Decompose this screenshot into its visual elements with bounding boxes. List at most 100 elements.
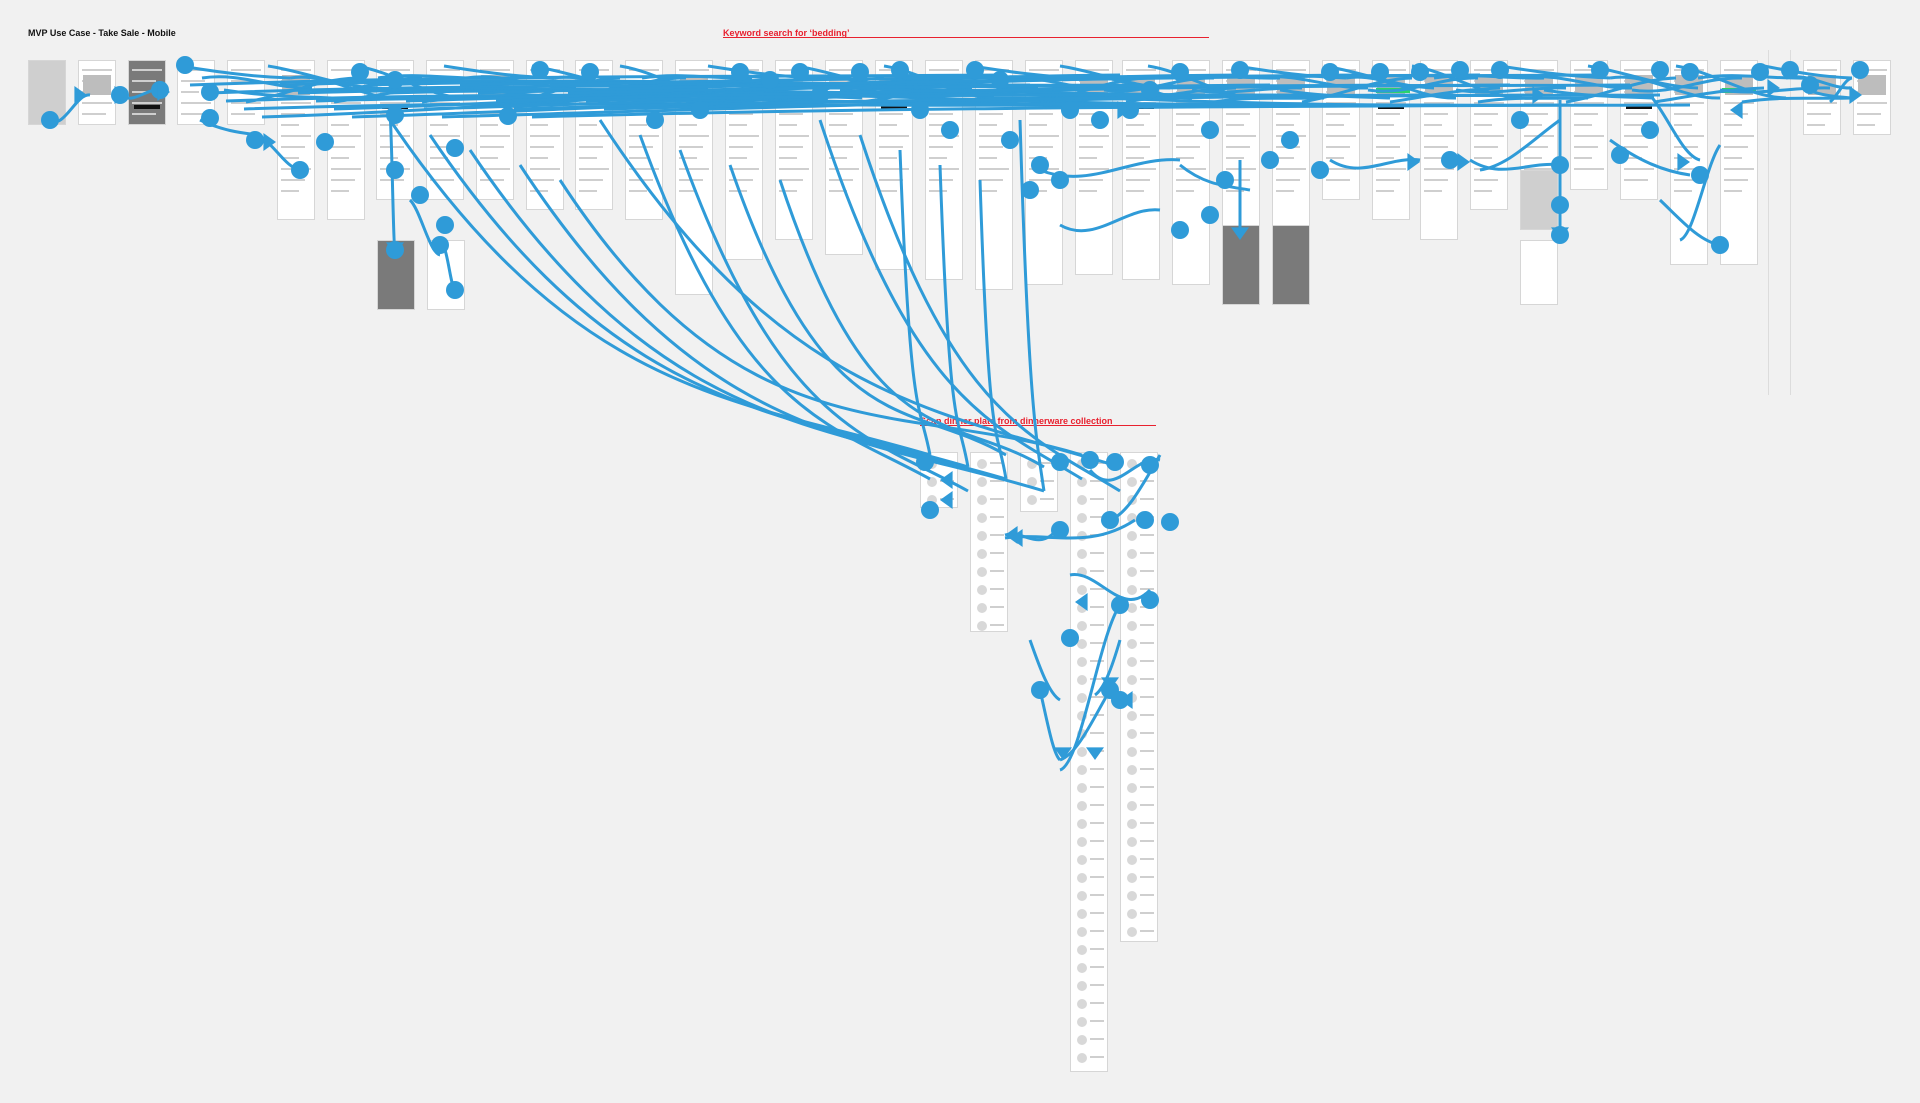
- thumbnail-placeholder: [1077, 657, 1087, 667]
- screen-wireframe[interactable]: [1570, 60, 1608, 190]
- connector-node-icon[interactable]: [966, 61, 984, 79]
- text-line-placeholder: [1090, 498, 1104, 500]
- thumbnail-placeholder: [1027, 459, 1037, 469]
- connector-node-icon[interactable]: [201, 109, 219, 127]
- thumbnail-placeholder: [1077, 567, 1087, 577]
- connector-node-icon[interactable]: [921, 501, 939, 519]
- connector-node-icon[interactable]: [1281, 131, 1299, 149]
- connector-node-icon[interactable]: [761, 71, 779, 89]
- connector-node-icon[interactable]: [1371, 63, 1389, 81]
- text-line-placeholder: [829, 113, 853, 115]
- connector-node-icon[interactable]: [446, 281, 464, 299]
- connector-node-icon[interactable]: [386, 71, 404, 89]
- connector-node-icon[interactable]: [1051, 171, 1069, 189]
- connector-node-icon[interactable]: [1801, 76, 1819, 94]
- text-line-placeholder: [1176, 157, 1194, 159]
- connector-node-icon[interactable]: [891, 61, 909, 79]
- connector-node-icon[interactable]: [1141, 456, 1159, 474]
- connector-node-icon[interactable]: [1441, 151, 1459, 169]
- connector-node-icon[interactable]: [1171, 221, 1189, 239]
- connector-node-icon[interactable]: [1591, 61, 1609, 79]
- connector-node-icon[interactable]: [1681, 63, 1699, 81]
- connector-node-icon[interactable]: [431, 236, 449, 254]
- connector-node-icon[interactable]: [1261, 151, 1279, 169]
- connector-node-icon[interactable]: [851, 63, 869, 81]
- connector-node-icon[interactable]: [1611, 146, 1629, 164]
- connector-node-icon[interactable]: [1031, 681, 1049, 699]
- connector-node-icon[interactable]: [411, 186, 429, 204]
- connector-node-icon[interactable]: [1231, 61, 1249, 79]
- connector-node-icon[interactable]: [691, 101, 709, 119]
- arrowhead-icon: [1677, 153, 1690, 171]
- screen-wireframe[interactable]: [1070, 452, 1108, 1072]
- connector-node-icon[interactable]: [1141, 81, 1159, 99]
- connector-node-icon[interactable]: [446, 139, 464, 157]
- connector-node-icon[interactable]: [351, 63, 369, 81]
- connector-node-icon[interactable]: [1641, 121, 1659, 139]
- connector-node-icon[interactable]: [1216, 171, 1234, 189]
- connector-node-icon[interactable]: [1551, 196, 1569, 214]
- connector-node-icon[interactable]: [1001, 131, 1019, 149]
- connector-node-icon[interactable]: [1161, 513, 1179, 531]
- connector-node-icon[interactable]: [1051, 453, 1069, 471]
- connector-node-icon[interactable]: [731, 63, 749, 81]
- connector-node-icon[interactable]: [1311, 161, 1329, 179]
- connector-node-icon[interactable]: [1141, 591, 1159, 609]
- screen-wireframe[interactable]: [1520, 170, 1558, 230]
- connector-node-icon[interactable]: [1136, 511, 1154, 529]
- connector-node-icon[interactable]: [201, 83, 219, 101]
- connector-node-icon[interactable]: [911, 101, 929, 119]
- connector-node-icon[interactable]: [1551, 156, 1569, 174]
- screen-wireframe[interactable]: [1520, 240, 1558, 305]
- connector-node-icon[interactable]: [1081, 451, 1099, 469]
- screen-wireframe[interactable]: [970, 452, 1008, 632]
- text-line-placeholder: [1140, 912, 1154, 914]
- connector-node-icon[interactable]: [1201, 206, 1219, 224]
- connector-node-icon[interactable]: [1411, 63, 1429, 81]
- connector-node-icon[interactable]: [811, 86, 829, 104]
- connector-node-icon[interactable]: [1101, 511, 1119, 529]
- connector-node-icon[interactable]: [1851, 61, 1869, 79]
- connector-node-icon[interactable]: [291, 161, 309, 179]
- connector-node-icon[interactable]: [1651, 61, 1669, 79]
- connector-node-icon[interactable]: [246, 131, 264, 149]
- connector-node-icon[interactable]: [1051, 521, 1069, 539]
- connector-node-icon[interactable]: [531, 61, 549, 79]
- connector-node-icon[interactable]: [1021, 181, 1039, 199]
- connector-node-icon[interactable]: [1091, 111, 1109, 129]
- text-line-placeholder: [729, 135, 759, 137]
- connector-node-icon[interactable]: [1511, 111, 1529, 129]
- connector-node-icon[interactable]: [646, 111, 664, 129]
- connector-node-icon[interactable]: [1111, 596, 1129, 614]
- connector-node-icon[interactable]: [1491, 61, 1509, 79]
- connector-node-icon[interactable]: [1711, 236, 1729, 254]
- connector-node-icon[interactable]: [916, 453, 934, 471]
- connector-node-icon[interactable]: [1106, 453, 1124, 471]
- connector-node-icon[interactable]: [581, 63, 599, 81]
- connector-node-icon[interactable]: [1201, 121, 1219, 139]
- section-underline-scan-dinner-plate: [920, 425, 1156, 426]
- connector-node-icon[interactable]: [1031, 156, 1049, 174]
- connector-node-icon[interactable]: [316, 133, 334, 151]
- connector-node-icon[interactable]: [991, 71, 1009, 89]
- connector-node-icon[interactable]: [386, 106, 404, 124]
- connector-node-icon[interactable]: [41, 111, 59, 129]
- connector-node-icon[interactable]: [436, 216, 454, 234]
- connector-node-icon[interactable]: [1321, 63, 1339, 81]
- connector-node-icon[interactable]: [1061, 101, 1079, 119]
- connector-node-icon[interactable]: [1691, 166, 1709, 184]
- text-line-placeholder: [1090, 588, 1104, 590]
- connector-node-icon[interactable]: [499, 107, 517, 125]
- text-line-placeholder: [1090, 696, 1104, 698]
- connector-node-icon[interactable]: [1751, 63, 1769, 81]
- screen-wireframe[interactable]: [1272, 225, 1310, 305]
- connector-node-icon[interactable]: [1781, 61, 1799, 79]
- connector-node-icon[interactable]: [1171, 63, 1189, 81]
- connector-node-icon[interactable]: [941, 121, 959, 139]
- connector-node-icon[interactable]: [791, 63, 809, 81]
- connector-node-icon[interactable]: [176, 56, 194, 74]
- connector-node-icon[interactable]: [1061, 629, 1079, 647]
- connector-node-icon[interactable]: [386, 161, 404, 179]
- connector-node-icon[interactable]: [1451, 61, 1469, 79]
